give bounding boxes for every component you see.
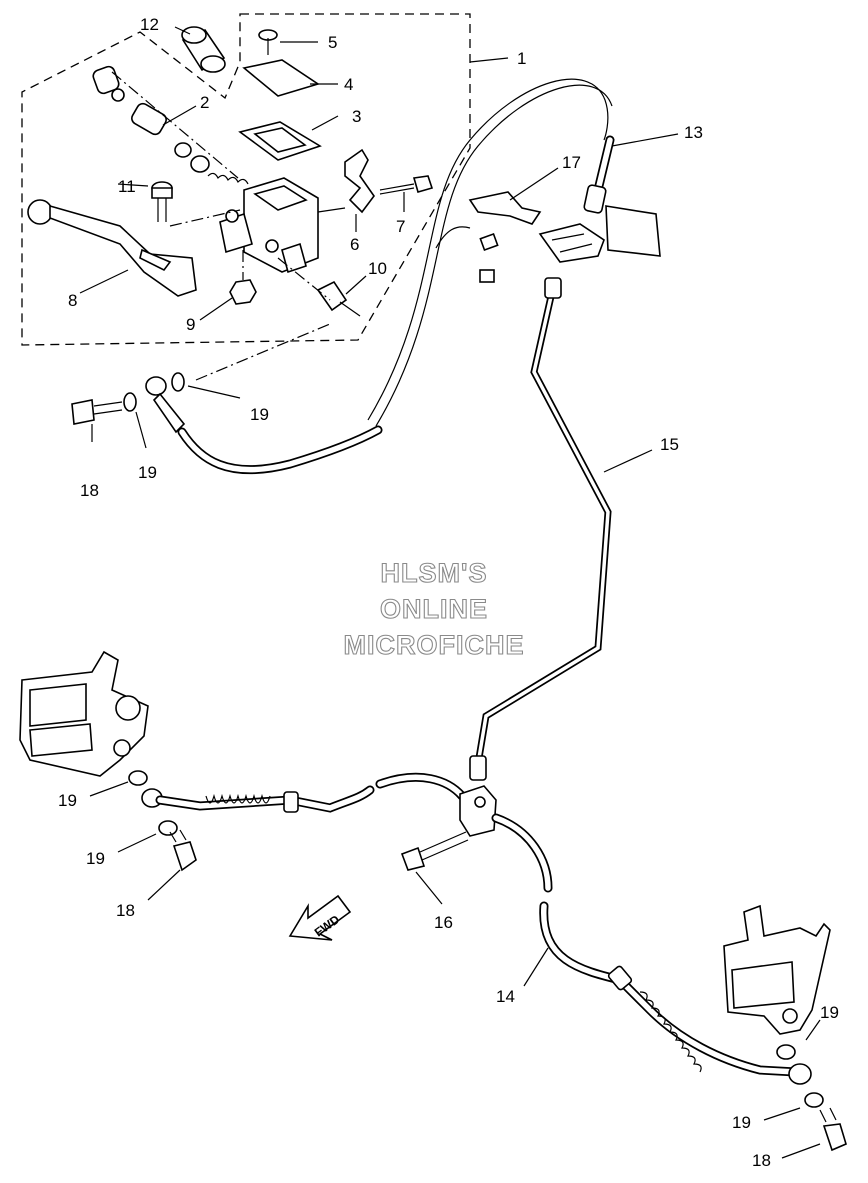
boot-cap-part — [181, 26, 226, 73]
upper-hose-end-part — [583, 135, 615, 214]
callout-17: 17 — [562, 153, 581, 172]
lever-bolt-part — [151, 181, 173, 222]
left-banjo-bolt-part — [169, 829, 197, 872]
callout-15: 15 — [660, 435, 679, 454]
watermark: HLSM'S ONLINE MICROFICHE — [343, 557, 525, 660]
piston-kit-part — [92, 65, 249, 185]
upper-banjo-fitting-part — [145, 376, 186, 434]
callout-19-upper-a: 19 — [250, 405, 269, 424]
callout-13: 13 — [684, 123, 703, 142]
screw-part — [258, 29, 278, 55]
callout-19-right-b: 19 — [732, 1113, 751, 1132]
callout-10: 10 — [368, 259, 387, 278]
callout-16: 16 — [434, 913, 453, 932]
callout-2: 2 — [200, 93, 209, 112]
left-washer-b-part — [158, 820, 178, 836]
right-brake-hose-part — [491, 813, 801, 1077]
callout-19-right-a: 19 — [820, 1003, 839, 1022]
callout-18-upper: 18 — [80, 481, 99, 500]
callout-11: 11 — [118, 177, 136, 196]
left-caliper-part — [19, 650, 149, 777]
callout-14: 14 — [496, 987, 515, 1006]
diaphragm-part — [238, 121, 322, 161]
callout-18-right: 18 — [752, 1151, 771, 1170]
handlebar-bracket-part — [538, 205, 661, 263]
callout-9: 9 — [186, 315, 195, 334]
junction-bolt-part — [400, 831, 469, 871]
callout-8: 8 — [68, 291, 77, 310]
brake-pipe-part — [469, 277, 612, 781]
wire-connector-part — [479, 232, 499, 283]
upper-banjo-bolt-part — [71, 399, 123, 425]
callout-6: 6 — [350, 235, 359, 254]
callout-19-left-b: 19 — [86, 849, 105, 868]
clamp-part — [344, 148, 375, 214]
upper-washer-a-part — [123, 392, 137, 412]
callout-12: 12 — [140, 15, 159, 34]
clamp-bolt-part — [379, 175, 434, 195]
reservoir-cover-part — [242, 59, 320, 97]
right-washer-b-part — [804, 1092, 824, 1108]
left-brake-hose-part — [155, 772, 467, 813]
left-washer-a-part — [128, 770, 148, 786]
hose-holder-part — [468, 191, 542, 225]
watermark-line-3: MICROFICHE — [344, 630, 525, 660]
watermark-line-1: HLSM'S — [381, 558, 488, 588]
master-cylinder-body-part — [219, 177, 319, 274]
callout-18-left: 18 — [116, 901, 135, 920]
fwd-arrow-icon: FWD — [288, 894, 352, 941]
callout-3: 3 — [352, 107, 361, 126]
right-caliper-part — [723, 904, 831, 1035]
callout-4: 4 — [344, 75, 353, 94]
callout-19-upper-b: 19 — [138, 463, 157, 482]
right-banjo-fitting-part — [788, 1063, 812, 1085]
callout-7: 7 — [396, 217, 405, 236]
nut-part — [229, 250, 257, 305]
junction-block-part — [459, 785, 497, 837]
right-washer-a-part — [776, 1044, 796, 1060]
brake-lever-part — [27, 199, 197, 297]
brake-switch-wire — [367, 78, 609, 421]
callout-5: 5 — [328, 33, 337, 52]
watermark-line-2: ONLINE — [380, 594, 488, 624]
brake-switch-part — [316, 280, 361, 317]
right-banjo-bolt-part — [819, 1107, 847, 1152]
callout-1: 1 — [517, 49, 526, 68]
upper-washer-b-part — [171, 372, 185, 392]
callout-19-left-a: 19 — [58, 791, 77, 810]
